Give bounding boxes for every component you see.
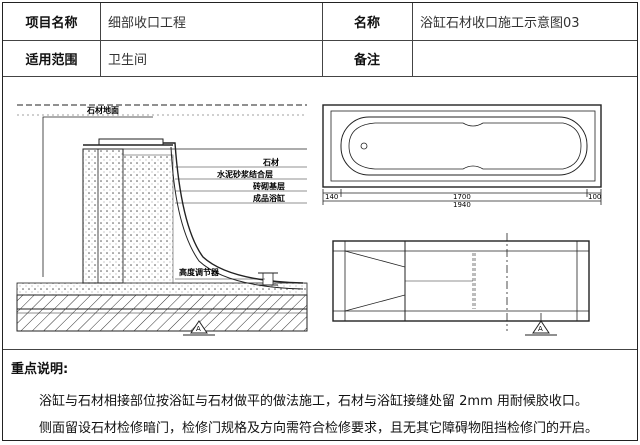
note-line-2: 侧面留设石材检修暗门，检修门规格及方向需符合检修要求，且无其它障碍物阻挡检修门的… <box>39 421 599 436</box>
label-height-adjust: 高度调节器 <box>179 267 220 277</box>
label-brick-base: 砖砌基层 <box>253 181 285 191</box>
note-line-1: 浴缸与石材相接部位按浴缸与石材做平的做法施工，石材与浴缸接缝处留 2mm 用耐候… <box>39 394 588 409</box>
label-stone-floor: 石材地面 <box>86 105 119 115</box>
scope-value: 卫生间 <box>108 52 148 68</box>
header-row-1: 项目名称 细部收口工程 名称 浴缸石材收口施工示意图03 <box>3 3 637 41</box>
plan-view: 140 1700 100 1940 <box>322 104 602 209</box>
notes-title: 重点说明: <box>11 362 69 377</box>
header-row-2: 适用范围 卫生间 备注 <box>3 40 637 77</box>
label-cement-mortar: 水泥砂浆结合层 <box>216 169 273 179</box>
scope-label: 适用范围 <box>25 52 78 68</box>
remark-label: 备注 <box>353 52 380 68</box>
remark-value <box>412 40 637 76</box>
dim-total: 1940 <box>453 201 471 209</box>
dim-middle: 1700 <box>453 193 471 201</box>
notes-section: 重点说明: 浴缸与石材相接部位按浴缸与石材做平的做法施工，石材与浴缸接缝处留 2… <box>3 350 637 440</box>
drawing-name-value: 浴缸石材收口施工示意图03 <box>420 16 580 31</box>
dim-left: 140 <box>325 193 338 201</box>
drawing-name-label: 名称 <box>353 16 380 31</box>
svg-text:A: A <box>196 325 201 333</box>
section-mark-icon: A <box>183 320 215 336</box>
label-stone: 石材 <box>262 157 279 167</box>
drawing-area: 石材地面 <box>3 77 637 350</box>
section-drawing: 石材地面 <box>16 104 308 336</box>
project-name-label: 项目名称 <box>25 16 78 31</box>
label-finished-tub: 成品浴缸 <box>253 193 285 203</box>
svg-text:A: A <box>538 325 543 333</box>
elevation-view: A <box>332 233 590 336</box>
construction-drawing: 石材地面 <box>16 104 602 336</box>
elevation-section-mark-icon: A <box>525 313 557 336</box>
dim-right: 100 <box>588 193 601 201</box>
project-name-value: 细部收口工程 <box>108 16 187 31</box>
